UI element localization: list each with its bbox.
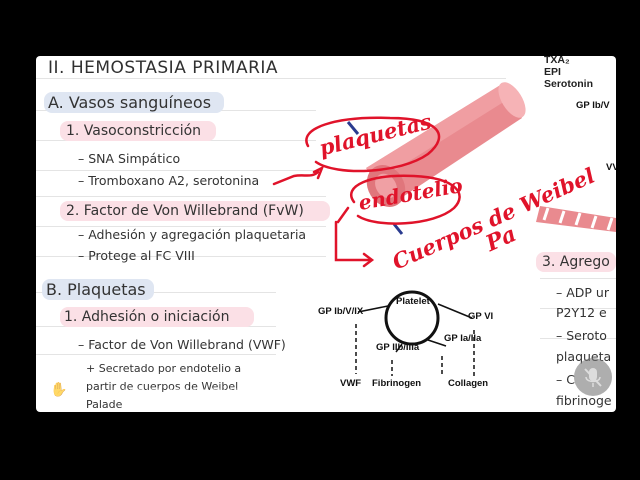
loop-endotelio	[350, 174, 461, 225]
gp-ibvix-label: GP Ib/V/IX	[318, 306, 364, 317]
list-item: – Factor de Von Willebrand (VWF)	[78, 337, 286, 352]
subsection-b1: 1. Adhesión o iniciación	[64, 309, 230, 325]
arrowhead	[312, 165, 325, 180]
section-a-heading: A. Vasos sanguíneos	[48, 93, 212, 112]
highlight-a2	[60, 201, 330, 221]
page-title: II. HEMOSTASIA PRIMARIA	[48, 58, 279, 78]
gp-iib-label: GP IIb/IIIa	[376, 342, 420, 353]
epi-label: EPI	[544, 66, 561, 78]
arrowhead	[362, 252, 375, 268]
subsection-a2: 2. Factor de Von Willebrand (FvW)	[66, 203, 304, 219]
arrow-to-cuerpos	[334, 220, 372, 262]
watermark: ZABDIEL JERIMOTH HUANCA MENDOZA	[114, 387, 340, 399]
list-item: – C	[556, 372, 575, 387]
highlight-section-a	[44, 92, 224, 113]
gp-ib-label: GP Ib/V	[576, 100, 610, 111]
txa2-label: TXA₂	[544, 56, 570, 66]
rule-line	[540, 308, 616, 309]
list-item: – ADP ur	[556, 285, 609, 300]
subsection-b3: 3. Agrego	[542, 254, 610, 270]
highlight-section-b	[42, 279, 154, 300]
rule-line	[36, 354, 276, 355]
notes-page: II. HEMOSTASIA PRIMARIA A. Vasos sanguín…	[36, 56, 616, 412]
list-item: – Adhesión y agregación plaquetaria	[78, 227, 307, 242]
share-icon[interactable]: ⇪	[78, 382, 90, 398]
section-b-heading: B. Plaquetas	[46, 280, 146, 299]
rule-line	[36, 78, 506, 79]
list-item: – Protege al FC VIII	[78, 248, 195, 263]
rule-line	[540, 278, 616, 279]
mic-off-icon	[584, 368, 602, 387]
platelet-receptor-diagram	[355, 290, 475, 376]
vwf-label: VWF	[340, 378, 362, 389]
highlight-a1	[60, 121, 216, 141]
highlight-b3	[536, 252, 616, 272]
rule-line	[36, 196, 326, 197]
list-subitem: Palade	[86, 398, 123, 411]
list-subitem: + Secretado por endotelio a	[86, 362, 242, 375]
connector	[336, 206, 350, 224]
rule-line	[36, 226, 326, 227]
rule-line	[36, 292, 276, 293]
rule-line	[36, 256, 326, 257]
list-item: fibrinoge	[556, 393, 612, 408]
highlight-b1	[60, 307, 254, 327]
gp-ia-label: GP Ia/IIa	[444, 333, 482, 344]
rule-line	[36, 170, 316, 171]
hand-raise-icon[interactable]: ✋	[50, 382, 68, 398]
list-subitem: partir de cuerpos de Weibel	[86, 380, 239, 393]
list-item: – Seroto	[556, 328, 607, 343]
rule-line	[540, 338, 616, 339]
list-item: – Tromboxano A2, serotonina	[78, 173, 260, 188]
loop-plaquetas	[305, 116, 441, 173]
vessel-segment-illustration	[536, 206, 616, 232]
list-item: – SNA Simpático	[78, 151, 181, 166]
serotonin-label: Serotonin	[544, 78, 593, 90]
gp-vi-label: GP VI	[468, 311, 494, 322]
handwriting-strokes	[272, 116, 461, 268]
subsection-a1: 1. Vasoconstricción	[66, 123, 202, 139]
fibrinogen-label: Fibrinogen	[372, 378, 422, 389]
collagen-label: Collagen	[448, 378, 489, 389]
list-item: P2Y12 e	[556, 305, 607, 320]
mute-button[interactable]	[574, 358, 612, 396]
arrow-to-plaquetas	[272, 170, 320, 186]
platelet-label: Platelet	[396, 296, 430, 307]
vv-label: VV	[606, 162, 616, 173]
